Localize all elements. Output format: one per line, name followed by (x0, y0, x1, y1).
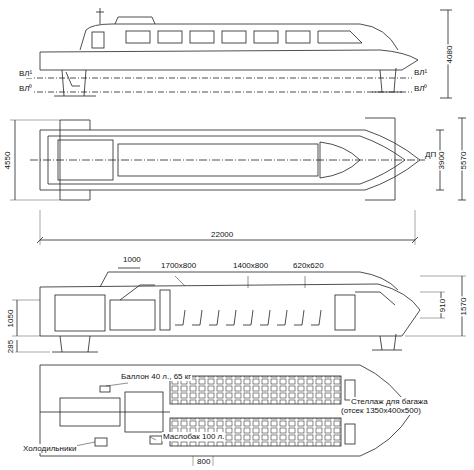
dimension-label: 285 (6, 338, 15, 353)
dimension-label: 22000 (210, 230, 234, 239)
dimension-label: 1400x800 (232, 261, 269, 270)
dimension-label: 4550 (4, 150, 13, 170)
dimension-label: 1050 (6, 308, 15, 328)
side-view (26, 8, 452, 98)
waterline-label: ВЛ⁰ (413, 84, 429, 93)
part-label: Стеллаж для багажа (350, 397, 429, 406)
dimension-label: 1000 (122, 255, 142, 264)
dimension-label: 5570 (459, 150, 468, 170)
section-view (12, 268, 466, 352)
dimension-label: 4080 (445, 44, 454, 64)
waterline-label: ВЛ¹ (413, 68, 428, 77)
dimension-label: 910 (438, 297, 447, 312)
plan-view (10, 118, 466, 200)
part-label: (отсек 1350x400x500) (340, 406, 422, 415)
seat-symbol (175, 310, 185, 325)
seat-symbol (243, 310, 253, 325)
seat-symbol (192, 310, 202, 325)
part-label: Баллон 40 л., 65 кг (120, 372, 192, 381)
section-plan (40, 365, 412, 466)
seat-symbol (294, 310, 304, 325)
waterline-label: ВЛ⁰ (18, 84, 34, 93)
seat-symbol (226, 310, 236, 325)
length-dimension (37, 210, 418, 245)
dimension-label: 800 (196, 457, 211, 466)
seat-symbol (260, 310, 270, 325)
dimension-label: 620x620 (292, 261, 325, 270)
seat-symbol (277, 310, 287, 325)
part-label: Маслобак 100 л. (162, 432, 225, 441)
seat-symbol (311, 310, 321, 325)
seat-symbol (209, 310, 219, 325)
centerline-label: ДП (424, 150, 437, 159)
dimension-label: 1700x800 (160, 261, 197, 270)
dimension-label: 1570 (459, 296, 468, 316)
waterline-label: ВЛ¹ (18, 69, 33, 78)
part-label: Холодильники (22, 444, 77, 453)
dimension-label: 3900 (437, 150, 446, 170)
